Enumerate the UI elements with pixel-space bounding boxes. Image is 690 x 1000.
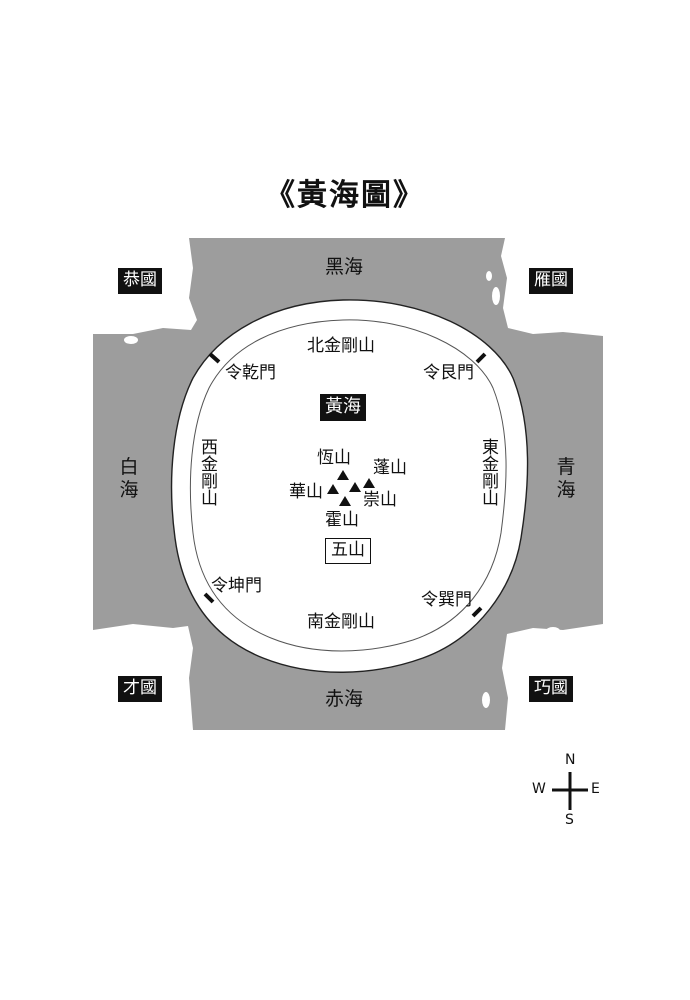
peak-sou-label: 崇山	[363, 490, 397, 510]
gate-northwest-label: 令乾門	[225, 363, 276, 383]
five-mountains-label: 五山	[325, 538, 371, 564]
range-west-label: 西金剛山	[197, 438, 217, 506]
peak-hou-label: 蓬山	[373, 458, 407, 478]
peak-kaku-label: 霍山	[325, 510, 359, 530]
five-peaks	[327, 470, 375, 506]
range-south-label: 南金剛山	[307, 612, 375, 632]
yellow-sea-label: 黃海	[320, 394, 366, 421]
gate-northeast-label: 令艮門	[423, 363, 474, 383]
kongo-mountain-ring	[189, 319, 507, 652]
sea-south-label: 赤海	[325, 688, 364, 710]
sea-west-label: 白海	[119, 456, 139, 501]
kingdom-en-label: 雁國	[529, 268, 573, 294]
gate-markers	[203, 352, 487, 618]
yellow-sea-map: 黑海 赤海 白海 青海 黃海 恭國 雁國 才國 巧國 北金剛山 南金剛山 西金剛…	[93, 238, 603, 730]
peak-kou-label: 恆山	[317, 448, 351, 468]
sea-east-label: 青海	[556, 456, 576, 501]
gate-southwest-label: 令坤門	[211, 576, 262, 596]
gate-southeast-label: 令巽門	[421, 590, 472, 610]
compass-north: N	[565, 752, 576, 768]
compass-south: S	[565, 812, 574, 828]
compass-icon	[552, 772, 588, 810]
range-north-label: 北金剛山	[307, 336, 375, 356]
compass-west: W	[532, 781, 546, 797]
yellow-sea-coast	[170, 299, 529, 673]
compass-east: E	[591, 781, 600, 797]
compass-rose: N S W E	[528, 752, 608, 832]
sea-north-label: 黑海	[325, 256, 364, 278]
range-east-label: 東金剛山	[478, 438, 498, 506]
peak-ka-label: 華山	[289, 482, 323, 502]
map-title: 《黃海圖》	[265, 178, 425, 213]
kingdom-kyo-label: 恭國	[118, 268, 162, 294]
kingdom-sai-label: 才國	[118, 676, 162, 702]
kingdom-ko-label: 巧國	[529, 676, 573, 702]
map-graphic	[93, 238, 603, 730]
